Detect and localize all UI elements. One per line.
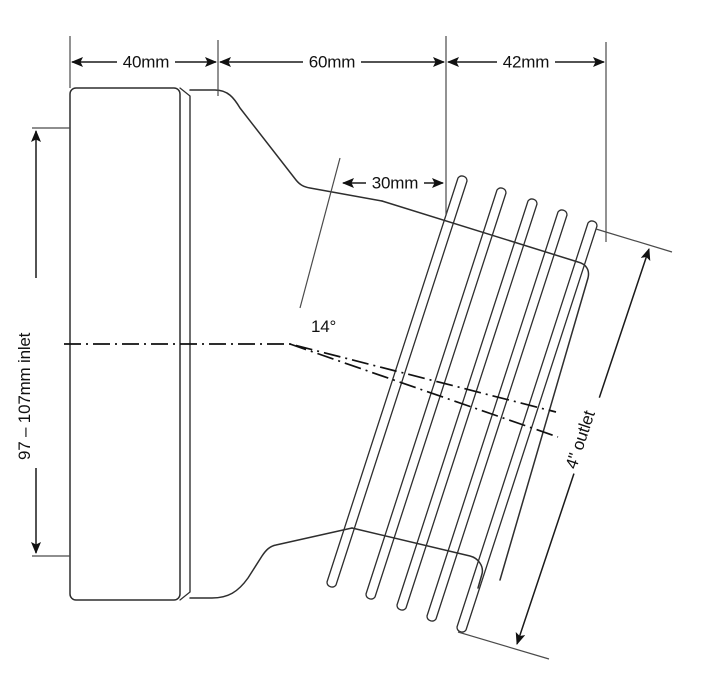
dim-label-40mm: 40mm: [123, 52, 169, 71]
dim-label-inlet-diameter: 97 – 107mm inlet: [15, 332, 34, 460]
inlet-diameter-dimension: 97 – 107mm inlet: [15, 127, 70, 557]
ext-line-outlet-bottom: [457, 631, 550, 660]
offset-dimension: 30mm: [299, 157, 444, 309]
ext-line-outlet-top: [595, 228, 673, 253]
outlet-fin-5: [456, 220, 598, 633]
dim-label-42mm: 42mm: [503, 52, 549, 71]
inlet-flange-body: [69, 87, 181, 601]
outlet-fin-3: [396, 198, 538, 611]
dim-label-bg-42mm: [497, 50, 555, 74]
dim-label-bg-inlet: [15, 278, 39, 468]
outlet-fin-1: [326, 175, 468, 588]
upper-taper-profile: [189, 89, 383, 202]
angle-label-14deg: 14°: [311, 317, 336, 336]
outlet-fin-4: [426, 209, 568, 622]
dim-label-30mm: 30mm: [372, 173, 418, 192]
lower-taper-profile: [189, 527, 353, 599]
dim-label-bg-outlet: [559, 392, 608, 477]
centre-line-group: [64, 343, 559, 438]
dim-label-60mm: 60mm: [309, 52, 355, 71]
angle-annotation: 14°: [311, 317, 336, 336]
outlet-body-lower-edge: [351, 527, 484, 589]
dim-label-bg-30mm: [366, 171, 424, 195]
axis-centre-line-outlet: [289, 343, 559, 438]
dim-label-bg-40mm: [117, 50, 175, 74]
ext-line-offset-left: [299, 157, 341, 309]
outlet-fin-2: [365, 187, 507, 600]
dim-label-bg-60mm: [303, 50, 361, 74]
top-dimension-chain: 40mm 60mm 42mm: [69, 36, 607, 242]
